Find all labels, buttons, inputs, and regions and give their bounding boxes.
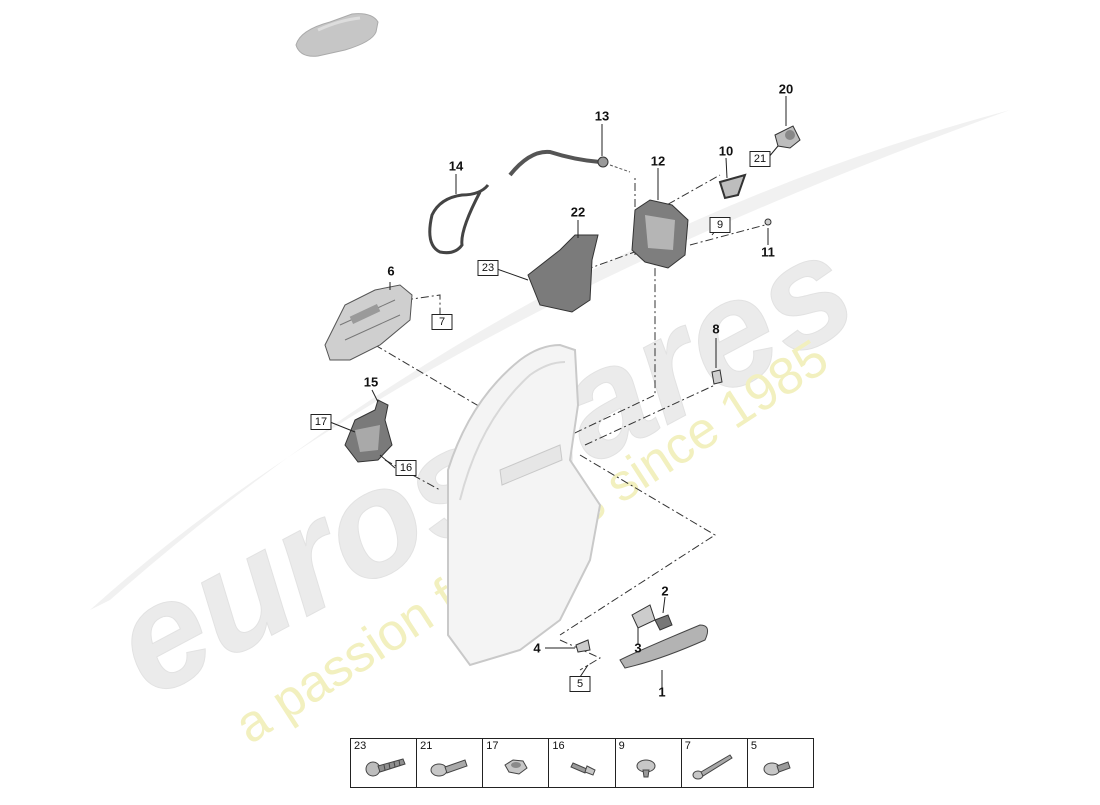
boxed-callout-7[interactable]: 7 [431,314,453,330]
boxed-callout-9[interactable]: 9 [709,217,731,233]
fastener-cell-17[interactable]: 17 [483,739,550,787]
clip-part [711,369,723,385]
fastener-cell-21[interactable]: 21 [417,739,484,787]
vehicle-icon [295,13,379,57]
fastener-number: 9 [618,740,625,752]
callout-12[interactable]: 12 [650,153,666,169]
boxed-callout-23[interactable]: 23 [477,260,499,276]
fastener-cell-16[interactable]: 16 [549,739,616,787]
bolt-icon [430,759,468,777]
fastener-number: 5 [750,740,757,752]
fastener-cell-9[interactable]: 9 [616,739,682,787]
screw-icon [365,758,406,777]
door-lock-part [631,199,689,269]
fastener-cell-5[interactable]: 5 [748,739,813,787]
callout-11[interactable]: 11 [761,244,775,260]
lock-cover-part [718,173,747,200]
flange-screw-icon [763,761,791,776]
fastener-cell-23[interactable]: 23 [351,739,418,787]
long-bolt-icon [692,754,733,780]
callout-6[interactable]: 6 [387,263,395,279]
callout-leaders [329,96,787,688]
boxed-callout-16[interactable]: 16 [395,460,417,476]
callout-13[interactable]: 13 [594,108,610,124]
pin-part [764,218,772,226]
striker-part [774,125,801,149]
stud-bolt-icon [570,762,597,776]
nut-icon [504,759,528,775]
callout-2[interactable]: 2 [661,583,669,599]
callout-4[interactable]: 4 [533,640,541,656]
insulation-pad-part [527,234,599,313]
boxed-callout-5[interactable]: 5 [569,676,591,692]
lock-bracket-part [344,399,393,463]
callout-14[interactable]: 14 [448,158,464,174]
callout-3[interactable]: 3 [634,640,642,656]
fastener-number: 23 [354,740,367,752]
boxed-callout-17[interactable]: 17 [310,414,332,430]
callout-10[interactable]: 10 [718,143,734,159]
fastener-cell-7[interactable]: 7 [682,739,748,787]
callout-15[interactable]: 15 [363,374,379,390]
boxed-callout-21[interactable]: 21 [749,151,771,167]
door-panel [447,343,602,667]
fastener-number: 7 [684,740,691,752]
callout-20[interactable]: 20 [778,81,794,97]
handle-carrier-part [324,284,413,361]
fastener-number: 21 [420,740,433,752]
fastener-number: 16 [552,740,565,752]
bowden-cable-part [508,149,631,177]
callout-22[interactable]: 22 [570,204,586,220]
callout-1[interactable]: 1 [658,684,666,700]
fastener-table: 23 21 17 16 [350,738,814,788]
callout-8[interactable]: 8 [712,321,720,337]
exterior-handle-part [575,604,709,669]
release-cable-part [428,184,490,255]
clip-icon [636,759,656,778]
fastener-number: 17 [486,740,499,752]
